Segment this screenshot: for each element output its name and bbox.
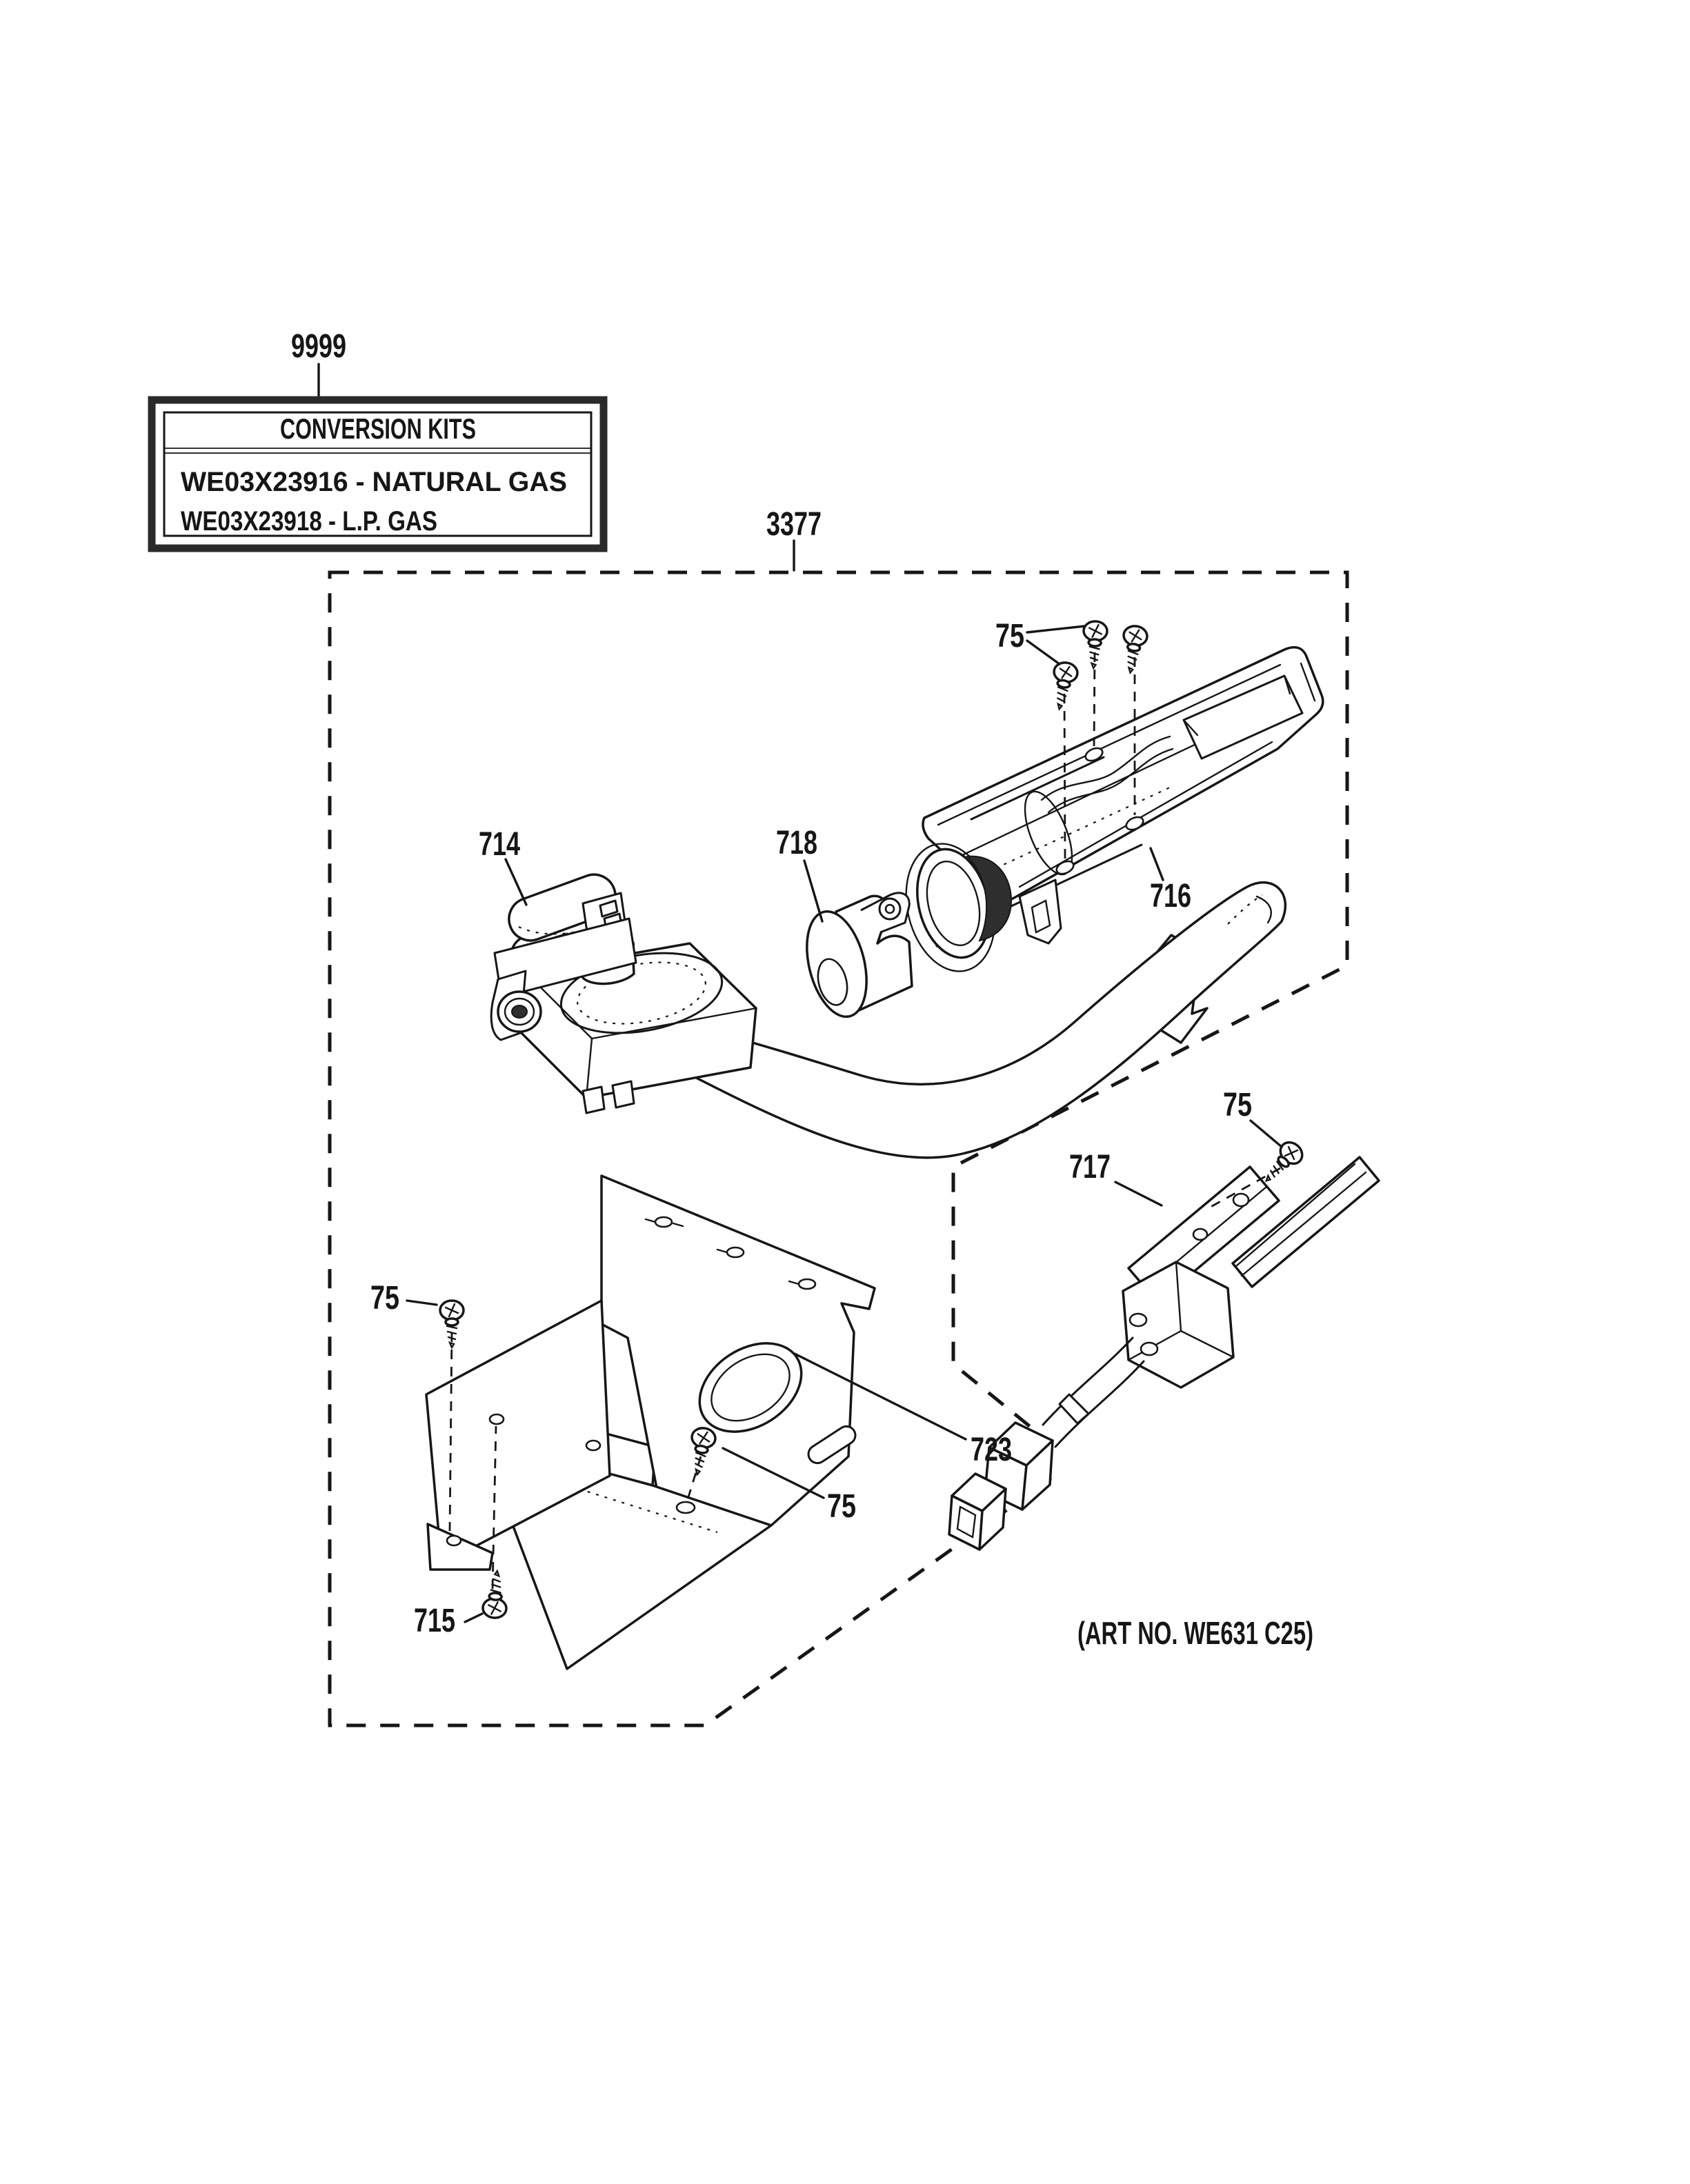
clip-label: 718 (776, 825, 817, 861)
assembly-ref-label: 3377 (766, 506, 822, 543)
screw-label-top: 75 (995, 618, 1024, 654)
bracket-screws: 75 75 715 (370, 1280, 856, 1639)
venturi-interior-shading (965, 855, 1013, 942)
kit-ref-label: 9999 (291, 328, 346, 365)
screw-icon (1046, 659, 1080, 712)
assembly-boundary-outline (328, 570, 1349, 1727)
screw-label-bracket-middle: 75 (827, 1488, 856, 1525)
screw-label-bracket-left: 75 (370, 1280, 399, 1316)
igniter-label-leader-line (1114, 1181, 1163, 1207)
screw-label-715: 715 (414, 1603, 455, 1639)
igniter-717: 75 717 (948, 1087, 1380, 1551)
gas-pipe-body (630, 881, 1286, 1159)
kit-entry-lp-gas: WE03X23918 - L.P. GAS (181, 506, 437, 537)
igniter-label: 717 (1069, 1149, 1111, 1185)
valve-bracket-723: 723 (425, 1174, 1012, 1670)
kit-entry-natural-gas: WE03X23916 - NATURAL GAS (181, 467, 567, 497)
burner-label-leader-line (1149, 847, 1164, 881)
kit-box-outer-border (148, 396, 608, 552)
clip-label-leader-line (803, 859, 824, 923)
valve-label: 714 (479, 826, 520, 863)
screw-icon (1117, 623, 1150, 676)
bracket-label: 723 (971, 1432, 1012, 1468)
screw-icon (1256, 1136, 1308, 1190)
assembly-boundary-3377: 3377 (328, 506, 1349, 1727)
valve-label-leader-line (504, 858, 528, 906)
burner-assembly-716: 716 (905, 645, 1324, 972)
gas-pipe-end-cap-line (1255, 895, 1272, 924)
screw-label-igniter: 75 (1223, 1087, 1252, 1123)
conversion-kits-box: 9999 CONVERSION KITS WE03X23916 - NATURA… (148, 328, 608, 552)
burner-screws-75: 75 (995, 618, 1150, 860)
gas-valve-714: 714 (479, 826, 757, 1114)
gas-pipe (630, 881, 1286, 1159)
art-number: (ART NO. WE631 C25) (1077, 1615, 1313, 1651)
kit-box-title: CONVERSION KITS (280, 412, 476, 445)
screw-icon (481, 1569, 510, 1620)
kit-box-inner-border (163, 411, 593, 537)
igniter-clip-718: 718 (776, 825, 913, 1019)
burner-label: 716 (1150, 878, 1191, 914)
bracket-label-leader-line (793, 1352, 967, 1441)
